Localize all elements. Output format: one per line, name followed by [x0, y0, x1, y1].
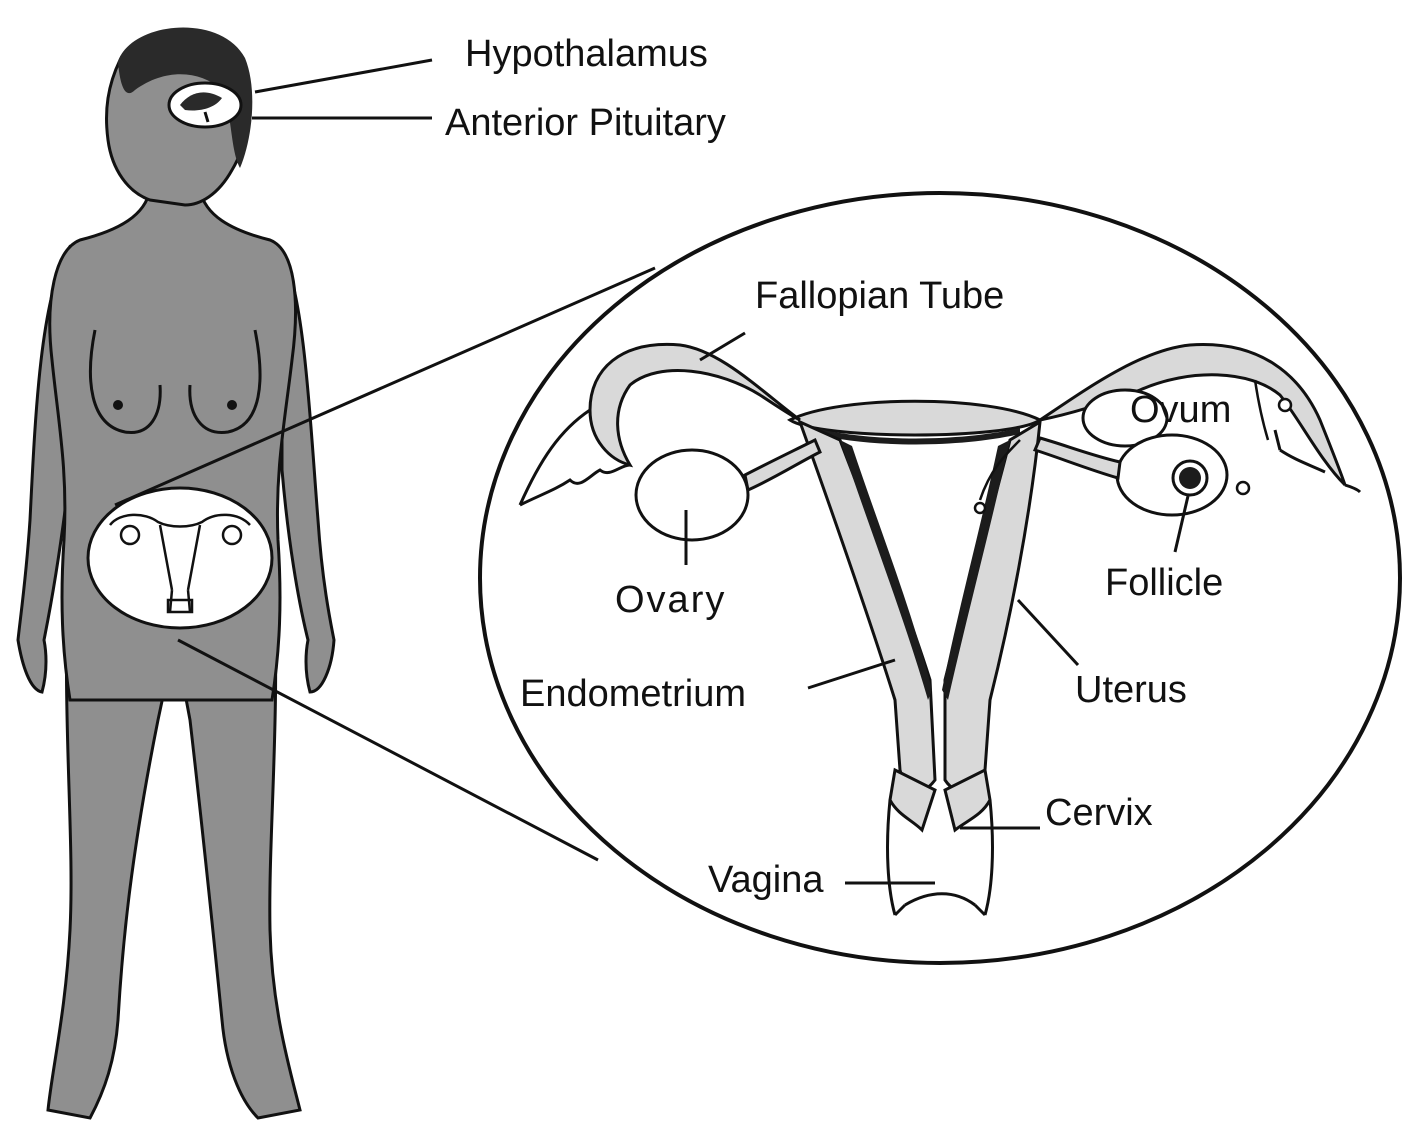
- figure-nipple-right: [227, 400, 237, 410]
- label-uterus: Uterus: [1075, 669, 1187, 711]
- label-vagina: Vagina: [708, 859, 824, 901]
- pelvis-inset: [88, 488, 272, 628]
- ovum-in-tube: [1279, 399, 1291, 411]
- label-fallopian-tube: Fallopian Tube: [755, 275, 1004, 317]
- follicle-mature: [1179, 467, 1201, 489]
- label-cervix: Cervix: [1045, 792, 1153, 834]
- figure-nipple-left: [113, 400, 123, 410]
- label-anterior-pituitary: Anterior Pituitary: [445, 102, 726, 144]
- ovum-in-uterus: [975, 503, 985, 513]
- leader-hypothalamus: [255, 60, 432, 92]
- label-follicle: Follicle: [1105, 562, 1223, 604]
- human-figure: [18, 28, 334, 1118]
- ovary-left: [636, 450, 748, 540]
- label-ovum: Ovum: [1130, 389, 1231, 431]
- label-hypothalamus: Hypothalamus: [465, 33, 708, 75]
- label-endometrium: Endometrium: [520, 673, 746, 715]
- ovum-released: [1237, 482, 1249, 494]
- label-ovary: Ovary: [615, 579, 726, 621]
